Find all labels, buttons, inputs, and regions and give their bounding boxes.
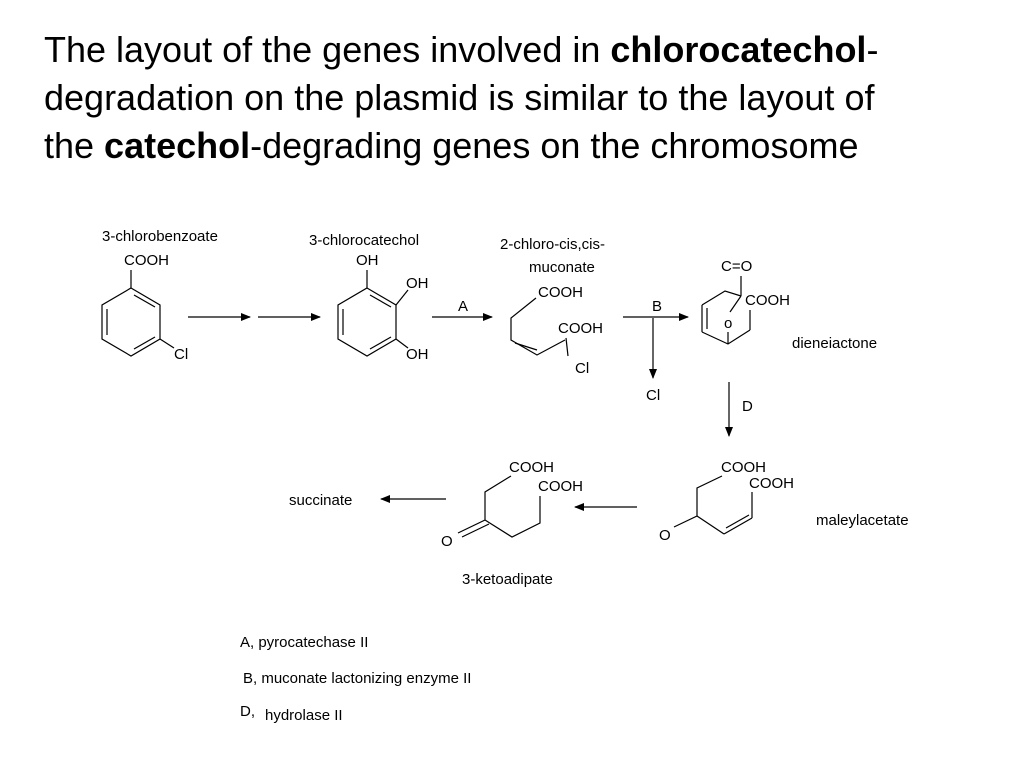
step-label-d: D xyxy=(742,398,753,415)
oh-label: OH xyxy=(356,252,379,269)
carbonyl-label: C=O xyxy=(721,258,752,275)
title-line3-post: -degrading genes on the chromosome xyxy=(250,125,859,166)
slide-title: The layout of the genes involved in chlo… xyxy=(44,26,1004,170)
double-bond xyxy=(725,514,750,529)
cooh-label: COOH xyxy=(721,459,766,476)
aromatic-bond xyxy=(133,294,156,308)
cl-label: Cl xyxy=(575,360,589,377)
oh-label: OH xyxy=(406,275,429,292)
carbonyl-bond xyxy=(461,523,490,538)
ring-oxygen-label: o xyxy=(724,315,732,332)
bond xyxy=(696,515,725,535)
compound-3-chlorocatechol: 3-chlorocatechol OH OH OH xyxy=(309,232,429,363)
aromatic-bond xyxy=(369,336,392,350)
ketone-oxygen-label: O xyxy=(659,527,671,544)
label-succinate: succinate xyxy=(289,492,352,509)
oh-label: OH xyxy=(406,346,429,363)
label-3-ketoadipate: 3-ketoadipate xyxy=(462,571,553,588)
title-bold-chlorocatechol: chlorocatechol xyxy=(610,29,867,70)
benzene-ring xyxy=(337,287,397,357)
title-line2: degradation on the plasmid is similar to… xyxy=(44,77,875,118)
double-bond xyxy=(514,342,538,351)
label-3-chlorobenzoate: 3-chlorobenzoate xyxy=(102,228,218,245)
step-label-b: B xyxy=(652,298,662,315)
step-label-a: A xyxy=(458,298,468,315)
label-dienelactone: dieneiactone xyxy=(792,335,877,352)
bond xyxy=(701,329,751,345)
released-cl-label: Cl xyxy=(646,387,660,404)
compound-2-chloro-muconate: 2-chloro-cis,cis- muconate COOH COOH Cl xyxy=(500,236,605,377)
label-3-chlorocatechol: 3-chlorocatechol xyxy=(309,232,419,249)
title-line3-pre: the xyxy=(44,125,105,166)
compound-3-chlorobenzoate: 3-chlorobenzoate COOH Cl xyxy=(101,228,218,363)
double-bond xyxy=(723,517,753,535)
aromatic-bond xyxy=(133,336,156,350)
title-bold-catechol: catechol xyxy=(104,125,251,166)
bond xyxy=(159,338,175,349)
legend-item-d-letter: D, xyxy=(240,703,255,720)
benzene-ring xyxy=(101,287,161,357)
aromatic-bond xyxy=(369,294,392,308)
bond xyxy=(729,295,742,313)
bond xyxy=(395,338,409,349)
cooh-label: COOH xyxy=(558,320,603,337)
title-line1-pre: The layout of the genes involved in xyxy=(44,29,611,70)
bond xyxy=(701,290,742,306)
ketone-oxygen-label: O xyxy=(441,533,453,550)
cooh-label: COOH xyxy=(538,478,583,495)
label-chloromuconate-line2: muconate xyxy=(529,259,595,276)
cooh-label: COOH xyxy=(124,252,169,269)
bond xyxy=(565,337,569,357)
bond xyxy=(395,289,409,306)
compound-maleylacetate: COOH COOH O maleylacetate xyxy=(659,459,909,544)
carbon-chain xyxy=(673,475,723,528)
cooh-label: COOH xyxy=(749,475,794,492)
cl-label: Cl xyxy=(174,346,188,363)
legend-item-b: B, muconate lactonizing enzyme II xyxy=(243,670,471,687)
enzyme-legend: A, pyrocatechase II B, muconate lactoniz… xyxy=(240,634,471,724)
legend-item-d-name: hydrolase II xyxy=(265,707,343,724)
cooh-label: COOH xyxy=(538,284,583,301)
cooh-label: COOH xyxy=(745,292,790,309)
compound-dienelactone: C=O COOH o dieneiactone xyxy=(701,258,877,352)
carbon-chain xyxy=(484,496,541,538)
compound-3-ketoadipate: COOH COOH O 3-ketoadipate xyxy=(441,459,583,588)
carbon-chain xyxy=(510,297,566,356)
legend-item-a: A, pyrocatechase II xyxy=(240,634,368,651)
cooh-label: COOH xyxy=(509,459,554,476)
carbon-chain xyxy=(457,475,512,534)
label-chloromuconate-line1: 2-chloro-cis,cis- xyxy=(500,236,605,253)
label-maleylacetate: maleylacetate xyxy=(816,512,909,529)
title-line1-post: - xyxy=(866,29,879,70)
